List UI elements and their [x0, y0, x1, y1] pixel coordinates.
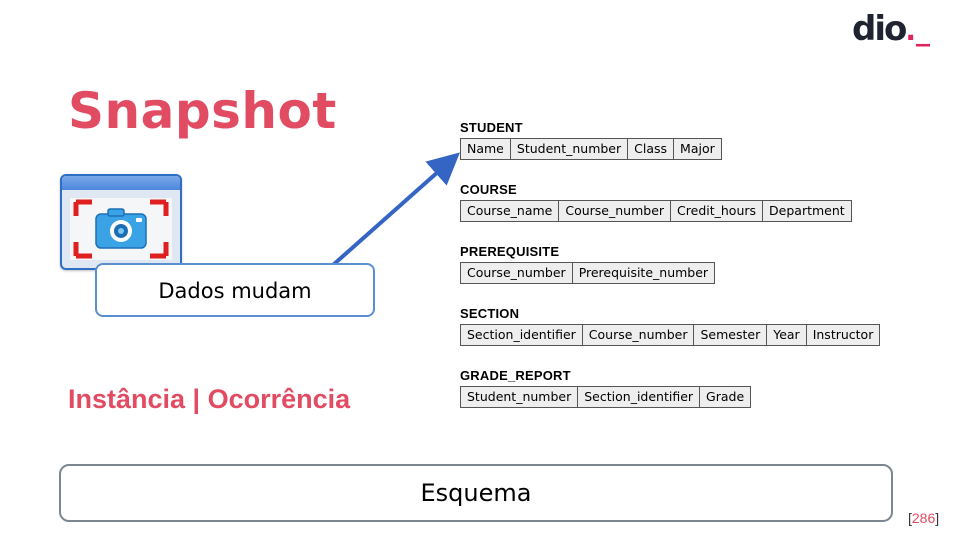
attribute-cell: Instructor: [806, 324, 881, 346]
logo-text: dio: [852, 9, 907, 49]
relation-student: STUDENT Name Student_number Class Major: [460, 120, 722, 160]
relation-prerequisite: PREREQUISITE Course_number Prerequisite_…: [460, 244, 716, 284]
attribute-cell: Name: [460, 138, 511, 160]
camera-screenshot-icon: [60, 174, 182, 270]
attribute-cell: Credit_hours: [671, 200, 764, 222]
attribute-cell: Section_identifier: [578, 386, 701, 408]
attribute-cell: Course_number: [582, 324, 695, 346]
esquema-box: Esquema: [59, 464, 893, 522]
relation-course: COURSE Course_name Course_number Credit_…: [460, 182, 852, 222]
attribute-cell: Student_number: [510, 138, 629, 160]
callout-dados-mudam: Dados mudam: [95, 263, 375, 317]
attribute-cell: Course_number: [559, 200, 672, 222]
relation-section: SECTION Section_identifier Course_number…: [460, 306, 881, 346]
dio-logo: dio._: [852, 12, 930, 46]
attribute-row: Course_number Prerequisite_number: [460, 262, 716, 284]
relation-name: STUDENT: [460, 120, 523, 135]
attribute-cell: Semester: [694, 324, 768, 346]
window-title-bar: [62, 176, 180, 190]
relation-name: GRADE_REPORT: [460, 368, 571, 383]
attribute-cell: Major: [674, 138, 722, 160]
screenshot-area: [70, 198, 172, 260]
instance-subtitle: Instância | Ocorrência: [68, 384, 351, 414]
page-number-close: ]: [935, 510, 940, 526]
attribute-cell: Department: [763, 200, 852, 222]
attribute-row: Name Student_number Class Major: [460, 138, 722, 160]
relation-grade-report: GRADE_REPORT Student_number Section_iden…: [460, 368, 752, 408]
attribute-row: Student_number Section_identifier Grade: [460, 386, 752, 408]
attribute-cell: Year: [767, 324, 807, 346]
relation-name: PREREQUISITE: [460, 244, 560, 259]
page-number-open: [: [908, 510, 912, 526]
attribute-cell: Student_number: [460, 386, 579, 408]
page-number-value: 286: [911, 510, 936, 526]
attribute-cell: Course_number: [460, 262, 573, 284]
attribute-cell: Course_name: [460, 200, 560, 222]
attribute-cell: Section_identifier: [460, 324, 583, 346]
relation-name: COURSE: [460, 182, 517, 197]
page-number: [286]: [908, 510, 939, 526]
attribute-row: Course_name Course_number Credit_hours D…: [460, 200, 852, 222]
relation-name: SECTION: [460, 306, 520, 321]
page-title: Snapshot: [68, 82, 337, 140]
attribute-cell: Prerequisite_number: [572, 262, 716, 284]
attribute-cell: Grade: [700, 386, 752, 408]
camera-icon: [73, 199, 169, 259]
logo-accent: ._: [905, 14, 930, 47]
attribute-cell: Class: [628, 138, 675, 160]
attribute-row: Section_identifier Course_number Semeste…: [460, 324, 881, 346]
